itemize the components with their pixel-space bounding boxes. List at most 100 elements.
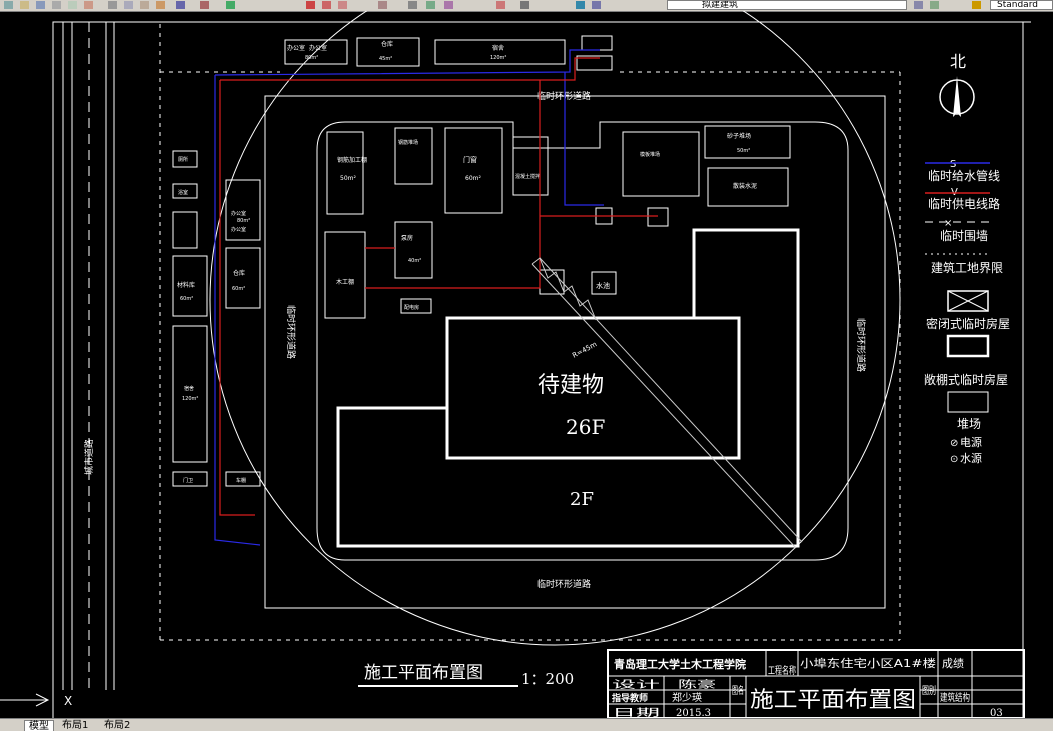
ring-road-top-label: 临时环形道路 <box>537 90 591 102</box>
preview-icon[interactable] <box>68 1 77 9</box>
layer-manager-icon[interactable] <box>592 1 601 9</box>
rebar-yard-label: 钢筋堆场 <box>398 139 418 146</box>
legend-power-source-label: 电源 <box>960 435 982 449</box>
paste-icon[interactable] <box>140 1 149 9</box>
title-block-grid <box>607 649 1025 718</box>
left-warehouse-area: 60m² <box>232 286 245 292</box>
left-office <box>225 179 261 241</box>
building-podium <box>336 228 800 548</box>
left-warehouse <box>225 247 261 309</box>
properties-icon[interactable] <box>408 1 417 9</box>
left-office1-label: 办公室 <box>231 210 246 217</box>
legend-power-label: 临时供电线路 <box>928 196 1000 211</box>
left-bike-label: 车棚 <box>236 477 246 484</box>
material-store-area: 60m² <box>180 296 193 302</box>
print-icon[interactable] <box>52 1 61 9</box>
wood-shop-label: 木工棚 <box>336 278 354 286</box>
left-toilet <box>172 150 198 168</box>
text-style-icon[interactable] <box>972 1 981 9</box>
city-road <box>62 22 115 690</box>
ucs-icon: X <box>0 693 72 708</box>
building-name: 待建物 <box>538 373 604 398</box>
undo-icon[interactable] <box>176 1 185 9</box>
legend: S 临时给水管线 V 临时供电线路 × 临时围墙 建筑工地界限 密闭式临时房屋 … <box>924 159 1010 465</box>
open-file-icon[interactable] <box>20 1 29 9</box>
design-label: 设计 <box>612 678 660 691</box>
pan-icon[interactable] <box>226 1 235 9</box>
calculator-icon[interactable] <box>520 1 529 9</box>
design-center-icon[interactable] <box>426 1 435 9</box>
tab-layout1[interactable]: 布局1 <box>62 720 89 731</box>
power-source-box <box>647 207 669 227</box>
left-office2-label: 办公室 <box>231 226 246 233</box>
tab-layout2[interactable]: 布局2 <box>104 720 131 731</box>
redo-icon[interactable] <box>200 1 209 9</box>
cement-shed <box>707 167 789 207</box>
copy-icon[interactable] <box>124 1 133 9</box>
drawing-scale: 1：200 <box>521 670 574 688</box>
left-dorm-label: 宿舍 <box>184 385 194 392</box>
warehouse-top-label: 仓库 <box>381 40 393 48</box>
legend-closed-house-diag2 <box>947 290 989 312</box>
help-icon[interactable] <box>576 1 585 9</box>
discipline-value: 建筑结构 <box>940 691 970 704</box>
layer-states-icon[interactable] <box>930 1 939 9</box>
tower-crane-boom <box>531 257 803 549</box>
crane-radius-circle <box>209 11 901 646</box>
advisor-name: 郑少瑛 <box>672 691 702 704</box>
building-upper-block <box>445 316 741 460</box>
legend-yard-label: 堆场 <box>957 417 981 431</box>
power-supply-line <box>219 57 658 516</box>
legend-power-source-icon: ⊘ <box>950 438 958 449</box>
ring-road-right-label: 临时环形道路 <box>855 318 867 372</box>
tab-model[interactable]: 模型 <box>24 720 54 731</box>
drawing-name-label: 图名 <box>732 684 744 697</box>
city-road-label: 城市道路 <box>83 439 95 475</box>
building-lower-floors: 2F <box>570 489 594 510</box>
text-style-dropdown[interactable]: Standard <box>990 0 1053 10</box>
crane-radius-label: R=45m <box>571 340 598 360</box>
legend-closed-house-box <box>947 290 989 312</box>
zoom-extents-icon[interactable] <box>378 1 387 9</box>
school-name: 青岛理工大学土木工程学院 <box>614 657 746 671</box>
pump-room <box>394 221 433 279</box>
sheet-number: 03 <box>990 708 1003 718</box>
date-label: 日期 <box>612 707 660 718</box>
zoom-realtime-icon[interactable] <box>306 1 315 9</box>
rebar-yard <box>394 127 433 185</box>
cad-toolbar: 拟建建筑 Standard <box>0 0 1053 12</box>
legend-water-label: 临时给水管线 <box>928 168 1000 183</box>
designer-name: 陈豪 <box>678 678 716 691</box>
project-label: 工程名称 <box>768 664 796 677</box>
office-b-label: 办公室 <box>309 44 327 52</box>
drawing-canvas[interactable]: 城市道路 临时环形道路 临时环形道路 临时环形道路 临时环形道路 办公室 办公室… <box>0 11 1053 718</box>
layer-name: 拟建建筑 <box>702 0 739 10</box>
new-file-icon[interactable] <box>4 1 13 9</box>
publish-icon[interactable] <box>84 1 93 9</box>
building-upper-floors: 26F <box>566 415 605 439</box>
svg-text:X: X <box>64 694 72 708</box>
pool-label: 水池 <box>596 281 610 290</box>
site-fence <box>159 24 901 641</box>
zoom-previous-icon[interactable] <box>338 1 347 9</box>
zoom-window-icon[interactable] <box>322 1 331 9</box>
electric-room-label: 配电房 <box>404 304 419 311</box>
legend-fence-symbol: × <box>944 218 952 229</box>
electric-room <box>400 298 432 314</box>
sand-yard-area: 50m² <box>737 148 750 154</box>
cement-shed-label: 散装水泥 <box>733 182 757 190</box>
pump-room-area: 40m² <box>408 258 421 264</box>
markup-icon[interactable] <box>496 1 505 9</box>
layer-dropdown[interactable]: 拟建建筑 <box>667 0 907 10</box>
layer-previous-icon[interactable] <box>914 1 923 9</box>
tool-palette-icon[interactable] <box>444 1 453 9</box>
save-icon[interactable] <box>36 1 45 9</box>
warehouse-top-area: 45m² <box>379 56 392 62</box>
cut-icon[interactable] <box>108 1 117 9</box>
match-properties-icon[interactable] <box>156 1 165 9</box>
legend-yard-box <box>947 391 989 413</box>
north-label: 北 <box>950 52 966 71</box>
left-guard <box>172 471 208 487</box>
legend-open-house-box <box>946 334 990 358</box>
left-warehouse-label: 仓库 <box>233 269 245 277</box>
